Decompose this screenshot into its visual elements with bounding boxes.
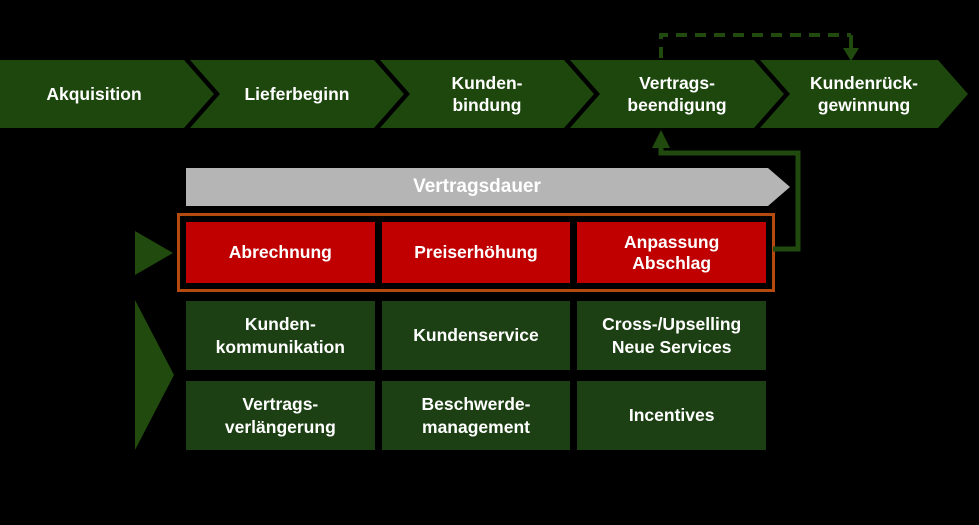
vertragsdauer-label: Vertragsdauer <box>413 176 541 197</box>
measure-row-1: Kunden- kommunikation Kundenservice Cros… <box>186 301 767 370</box>
stage-kundenrueckgewinnung: Kundenrück- gewinnung <box>760 60 968 128</box>
vertragsdauer-arrow: Vertragsdauer <box>186 168 790 206</box>
stage-label: Akquisition <box>46 84 142 104</box>
stage-label: Kunden- bindung <box>451 73 523 115</box>
measure-cell-cross-upselling: Cross-/Upselling Neue Services <box>577 301 767 370</box>
highlight-pointer-icon <box>135 231 173 275</box>
stage-label: Lieferbeginn <box>244 84 350 104</box>
highlight-cell-anpassung-abschlag: Anpassung Abschlag <box>577 222 767 283</box>
highlight-group: Abrechnung Preiserhöhung Anpassung Absch… <box>177 213 775 292</box>
stage-akquisition: Akquisition <box>0 60 214 128</box>
measures-pointer-icon <box>135 300 174 450</box>
measure-cell-kundenservice: Kundenservice <box>381 301 571 370</box>
measure-cell-vertragsverlaengerung: Vertrags- verlängerung <box>186 381 375 450</box>
stage-label: Kundenrück- gewinnung <box>810 73 918 115</box>
measure-cell-beschwerdemanagement: Beschwerde- management <box>381 381 571 450</box>
stage-label: Vertrags- beendigung <box>627 73 727 115</box>
stage-vertragsbeendigung: Vertrags- beendigung <box>570 60 784 128</box>
winback-dashed-arrow-icon <box>659 33 859 61</box>
measure-row-2: Vertrags- verlängerung Beschwerde- manag… <box>186 381 767 450</box>
stage-lieferbeginn: Lieferbeginn <box>190 60 404 128</box>
stage-kundenbindung: Kunden- bindung <box>380 60 594 128</box>
highlight-cell-preiserhoehung: Preiserhöhung <box>381 222 571 283</box>
measure-cell-kundenkommunikation: Kunden- kommunikation <box>186 301 375 370</box>
measure-cell-incentives: Incentives <box>577 381 767 450</box>
highlight-cell-abrechnung: Abrechnung <box>186 222 375 283</box>
